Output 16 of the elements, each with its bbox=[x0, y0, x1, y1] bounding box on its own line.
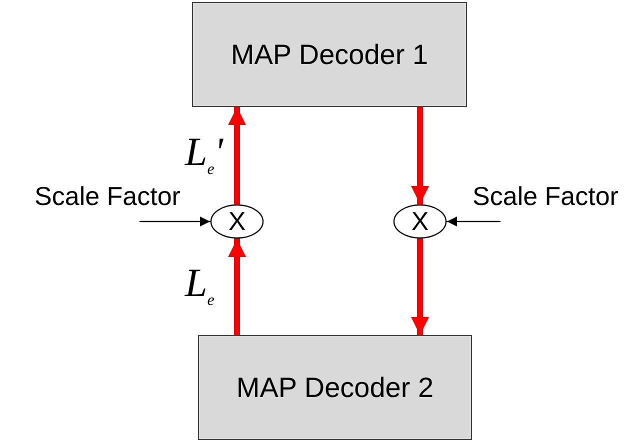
edge-label: L$_{e}$ bbox=[185, 263, 214, 309]
multiplier-ellipse bbox=[393, 204, 447, 239]
arrow bbox=[411, 236, 429, 338]
arrow bbox=[228, 236, 246, 338]
node-label: MAP Decoder 1 bbox=[230, 38, 428, 70]
node-label: X bbox=[228, 206, 246, 237]
node-label: MAP Decoder 2 bbox=[236, 372, 434, 404]
multiplier-ellipse bbox=[210, 204, 264, 239]
arrow bbox=[139, 216, 211, 226]
arrow bbox=[446, 216, 501, 226]
edge-label: L$_{e}$' bbox=[185, 132, 223, 178]
process-box bbox=[198, 335, 472, 440]
input-label: Scale Factor bbox=[472, 181, 618, 212]
input-label: Scale Factor bbox=[34, 181, 180, 212]
process-box bbox=[192, 2, 467, 107]
node-label: X bbox=[411, 206, 429, 237]
